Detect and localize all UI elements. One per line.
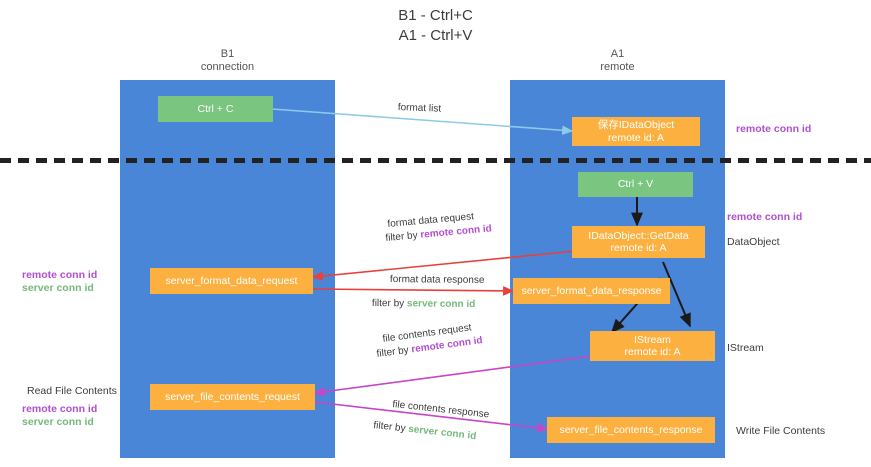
lane-header-b1: B1 connection <box>200 48 255 73</box>
annotation-left-server-conn-id-mid: server conn id <box>22 282 94 294</box>
annotation-left-remote-conn-id-bottom: remote conn id <box>22 403 98 415</box>
node-ctrl-c-label: Ctrl + C <box>197 102 234 115</box>
edge-label-format-list: format list <box>398 102 442 116</box>
node-idataobject-getdata[interactable]: IDataObject::GetData remote id: A <box>572 226 705 258</box>
lane-header-a1: A1 remote <box>600 48 635 73</box>
node-ctrl-v-label: Ctrl + V <box>617 178 654 191</box>
node-ctrl-c[interactable]: Ctrl + C <box>158 96 273 122</box>
edge-label-file-contents-response-text: file contents response <box>391 399 490 421</box>
node-server-file-contents-request-label: server_file_contents_request <box>165 390 300 403</box>
node-server-file-contents-response-label: server_file_contents_response <box>559 423 703 436</box>
node-server-file-contents-request[interactable]: server_file_contents_request <box>150 384 315 410</box>
annotation-dataobject: DataObject <box>727 236 780 248</box>
node-server-format-data-request-label: server_format_data_request <box>165 274 298 287</box>
node-save-idataobject-label: 保存IDataObject <box>597 119 675 131</box>
node-istream-label: IStream <box>634 333 671 346</box>
phase-divider <box>0 158 871 163</box>
edge-label-format-data-response: format data response <box>390 274 485 287</box>
annotation-remote-conn-id-mid: remote conn id <box>727 211 803 223</box>
node-istream-sub: remote id: A <box>624 346 681 358</box>
node-idataobject-getdata-label: IDataObject::GetData <box>588 229 689 242</box>
node-save-idataobject-sub: remote id: A <box>607 131 665 144</box>
edge-label-format-data-response-filter: filter by server conn id <box>372 298 475 311</box>
node-server-format-data-request[interactable]: server_format_data_request <box>150 268 313 294</box>
annotation-write-file-contents: Write File Contents <box>736 425 826 437</box>
filter-prefix: filter by <box>376 344 413 360</box>
annotation-left-server-conn-id-bottom: server conn id <box>22 416 94 428</box>
edge-label-format-list-text: format list <box>397 102 442 115</box>
annotation-istream: IStream <box>727 342 764 354</box>
node-server-format-data-response[interactable]: server_format_data_response <box>513 278 670 304</box>
filter-key-server-conn-id: server conn id <box>407 423 477 443</box>
edge-label-file-contents-response-filter: filter by server conn id <box>373 420 477 443</box>
filter-key-server-conn-id: server conn id <box>406 298 476 311</box>
node-idataobject-getdata-sub: remote id: A <box>610 242 667 254</box>
filter-prefix: filter by <box>385 229 421 244</box>
node-istream[interactable]: IStream remote id: A <box>590 331 715 361</box>
filter-prefix: filter by <box>371 298 408 310</box>
annotation-left-remote-conn-id-mid: remote conn id <box>22 269 98 281</box>
annotation-read-file-contents: Read File Contents <box>27 385 117 397</box>
diagram-title: B1 - Ctrl+C A1 - Ctrl+V <box>398 7 473 44</box>
node-ctrl-v[interactable]: Ctrl + V <box>578 172 693 197</box>
node-save-idataobject[interactable]: 保存IDataObject remote id: A <box>572 117 700 146</box>
edge-label-file-contents-response: file contents response <box>392 399 490 421</box>
annotation-remote-conn-id-top: remote conn id <box>736 123 812 135</box>
filter-prefix: filter by <box>372 420 409 435</box>
node-server-file-contents-response[interactable]: server_file_contents_response <box>547 417 715 443</box>
node-server-format-data-response-label: server_format_data_response <box>521 284 662 297</box>
edge-label-format-data-response-text: format data response <box>389 274 485 286</box>
